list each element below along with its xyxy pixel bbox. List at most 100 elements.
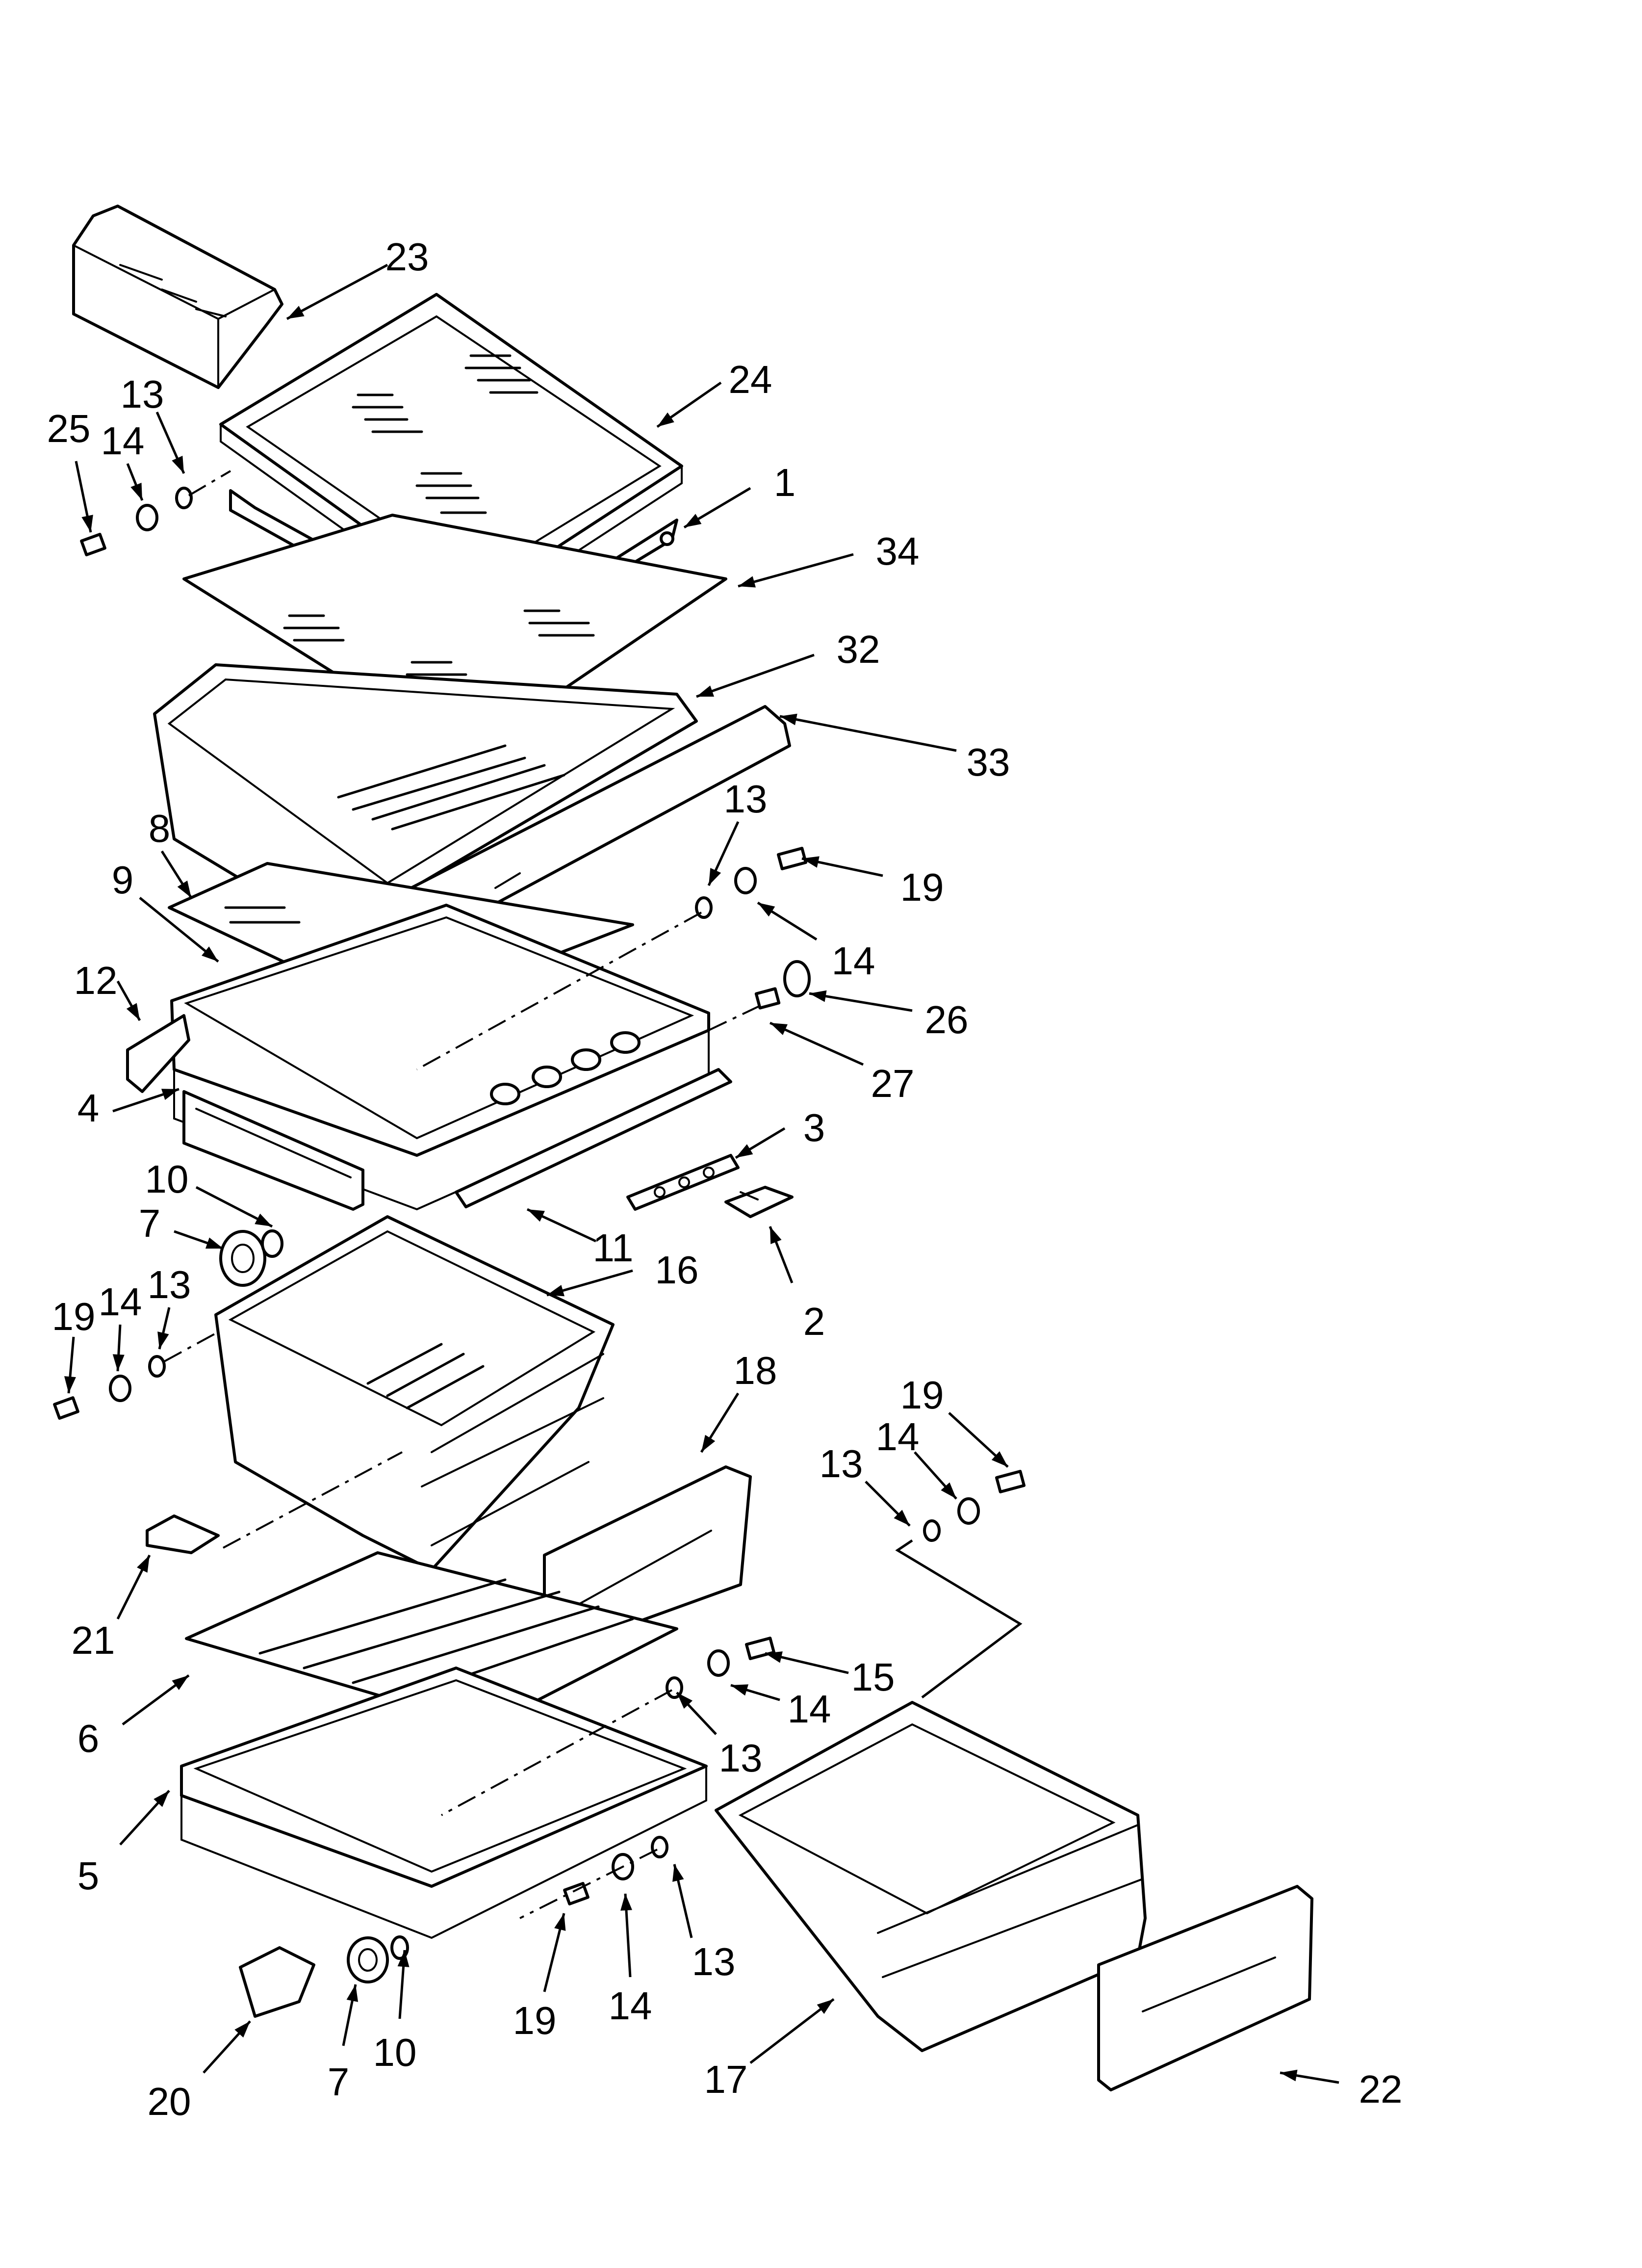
callout-label-c9: 9: [112, 858, 134, 902]
callout-leader-c34: [738, 553, 854, 588]
callout-leader-c17: [749, 1998, 835, 2064]
callout-label-c12: 12: [74, 959, 118, 1002]
part-2-clip: [724, 1186, 794, 1218]
part-16-crisper-drawer: [214, 1215, 615, 1571]
callout-label-c3: 3: [803, 1106, 825, 1149]
callout-label-c14f: 14: [609, 1984, 652, 2028]
callout-leader-c26: [809, 992, 913, 1012]
callout-label-c18: 18: [734, 1349, 777, 1392]
callout-arrowhead-c21: [137, 1555, 150, 1573]
callout-label-c20: 20: [148, 2080, 191, 2123]
callout-label-c33: 33: [967, 740, 1010, 784]
callout-label-c7a: 7: [139, 1201, 161, 1245]
callout-arrowhead-c12: [126, 1003, 140, 1020]
callout-label-c14b: 14: [832, 939, 875, 983]
callout-label-c26: 26: [925, 998, 969, 1042]
callout-arrowhead-c2: [770, 1226, 782, 1245]
callout-arrowhead-c14c: [112, 1354, 125, 1371]
callout-arrowhead-c13e: [677, 1693, 693, 1709]
callout-label-c16: 16: [655, 1248, 699, 1292]
callout-arrowhead-c4: [161, 1089, 179, 1100]
callout-label-c13c: 13: [148, 1263, 191, 1306]
callout-leader-c23a: [286, 263, 388, 320]
callout-label-c23a: 23: [385, 235, 429, 279]
callout-arrowhead-c13a: [172, 456, 184, 473]
callout-label-c13e: 13: [719, 1736, 763, 1780]
callout-arrowhead-c11: [527, 1209, 545, 1222]
callout-arrowhead-c19c: [991, 1451, 1008, 1467]
callout-arrowhead-c14a: [130, 482, 142, 500]
callout-label-c15: 15: [851, 1655, 895, 1699]
callout-arrowhead-c14e: [731, 1684, 749, 1696]
callout-arrowhead-c19d: [554, 1913, 566, 1931]
callout-label-c8: 8: [149, 807, 171, 850]
callout-arrowhead-c32: [696, 685, 715, 697]
callout-label-c21: 21: [72, 1618, 115, 1662]
part-21-clip: [146, 1514, 220, 1554]
callout-label-c19a: 19: [900, 865, 944, 909]
callout-leader-c9: [139, 897, 219, 963]
callout-arrowhead-c25: [81, 515, 93, 532]
callout-arrowhead-c34: [738, 576, 756, 588]
callout-leader-c33: [779, 715, 957, 752]
centerlines: [164, 470, 1023, 1919]
callout-arrowhead-c24: [657, 412, 674, 427]
callout-arrowhead-c19a: [802, 856, 820, 868]
part-3-strip: [626, 1154, 740, 1211]
callout-arrowhead-c14b: [758, 903, 775, 917]
callout-arrowhead-c22: [1280, 2069, 1298, 2082]
callout-label-c19c: 19: [900, 1373, 944, 1417]
callout-label-c2: 2: [803, 1300, 825, 1343]
callout-label-c4: 4: [77, 1086, 100, 1130]
callout-arrowhead-c13b: [709, 868, 721, 886]
callout-label-c13a: 13: [121, 372, 164, 416]
callout-label-c6: 6: [77, 1717, 100, 1760]
callout-label-c10b: 10: [373, 2031, 417, 2074]
callout-leader-c27: [769, 1021, 864, 1066]
callout-label-c11: 11: [592, 1226, 633, 1270]
callout-label-c14d: 14: [876, 1415, 920, 1459]
part-17-lower-drawer: [715, 1701, 1147, 2052]
part-5-lower-frame: [180, 1667, 708, 1939]
callout-arrowhead-c15: [765, 1651, 783, 1663]
callout-label-c24: 24: [729, 358, 772, 401]
callout-arrowhead-c6: [172, 1675, 189, 1690]
callout-arrowhead-c8: [177, 880, 191, 898]
part-4-slide: [182, 1090, 364, 1211]
callout-arrowhead-c19b: [64, 1376, 76, 1393]
callout-label-c34: 34: [876, 529, 920, 573]
part-9-frame: [170, 904, 710, 1211]
callout-arrowhead-c10b: [397, 1950, 410, 1967]
callout-label-c19b: 19: [52, 1295, 96, 1338]
callout-arrowhead-c33: [780, 713, 797, 726]
callout-label-c22: 22: [1359, 2067, 1403, 2111]
part-7-roller: [219, 1229, 283, 1287]
callout-label-c27: 27: [871, 1062, 915, 1105]
callout-arrowhead-c18: [701, 1434, 716, 1452]
callout-label-c13d: 13: [820, 1442, 863, 1486]
callout-label-c13b: 13: [724, 777, 768, 821]
callout-arrowhead-c7b: [346, 1984, 359, 2002]
callout-arrowhead-c9: [202, 946, 218, 962]
callout-arrowhead-c26: [809, 990, 827, 1002]
callout-arrowhead-c13c: [157, 1331, 169, 1349]
callout-arrowhead-c13d: [894, 1510, 910, 1526]
callout-arrowhead-c10a: [255, 1213, 272, 1226]
part-22-drawer-front: [1097, 1885, 1313, 2091]
part-20-cover: [239, 1946, 315, 2018]
callout-label-c10a: 10: [145, 1157, 189, 1201]
callout-leader-c32: [696, 653, 815, 698]
callout-arrowhead-c5: [154, 1791, 169, 1807]
callout-arrowhead-c14d: [941, 1482, 956, 1499]
callout-label-c19d: 19: [513, 1999, 557, 2042]
part-23-door-bin: [72, 205, 283, 389]
callout-arrowhead-c3: [736, 1144, 753, 1158]
callout-label-c14c: 14: [99, 1280, 142, 1324]
callout-leaders: [64, 263, 1339, 2084]
callout-label-c17: 17: [704, 2058, 748, 2101]
callout-arrowhead-c13f: [672, 1864, 684, 1882]
callout-arrowhead-c14f: [620, 1894, 632, 1911]
callout-arrowhead-c16: [547, 1285, 564, 1297]
